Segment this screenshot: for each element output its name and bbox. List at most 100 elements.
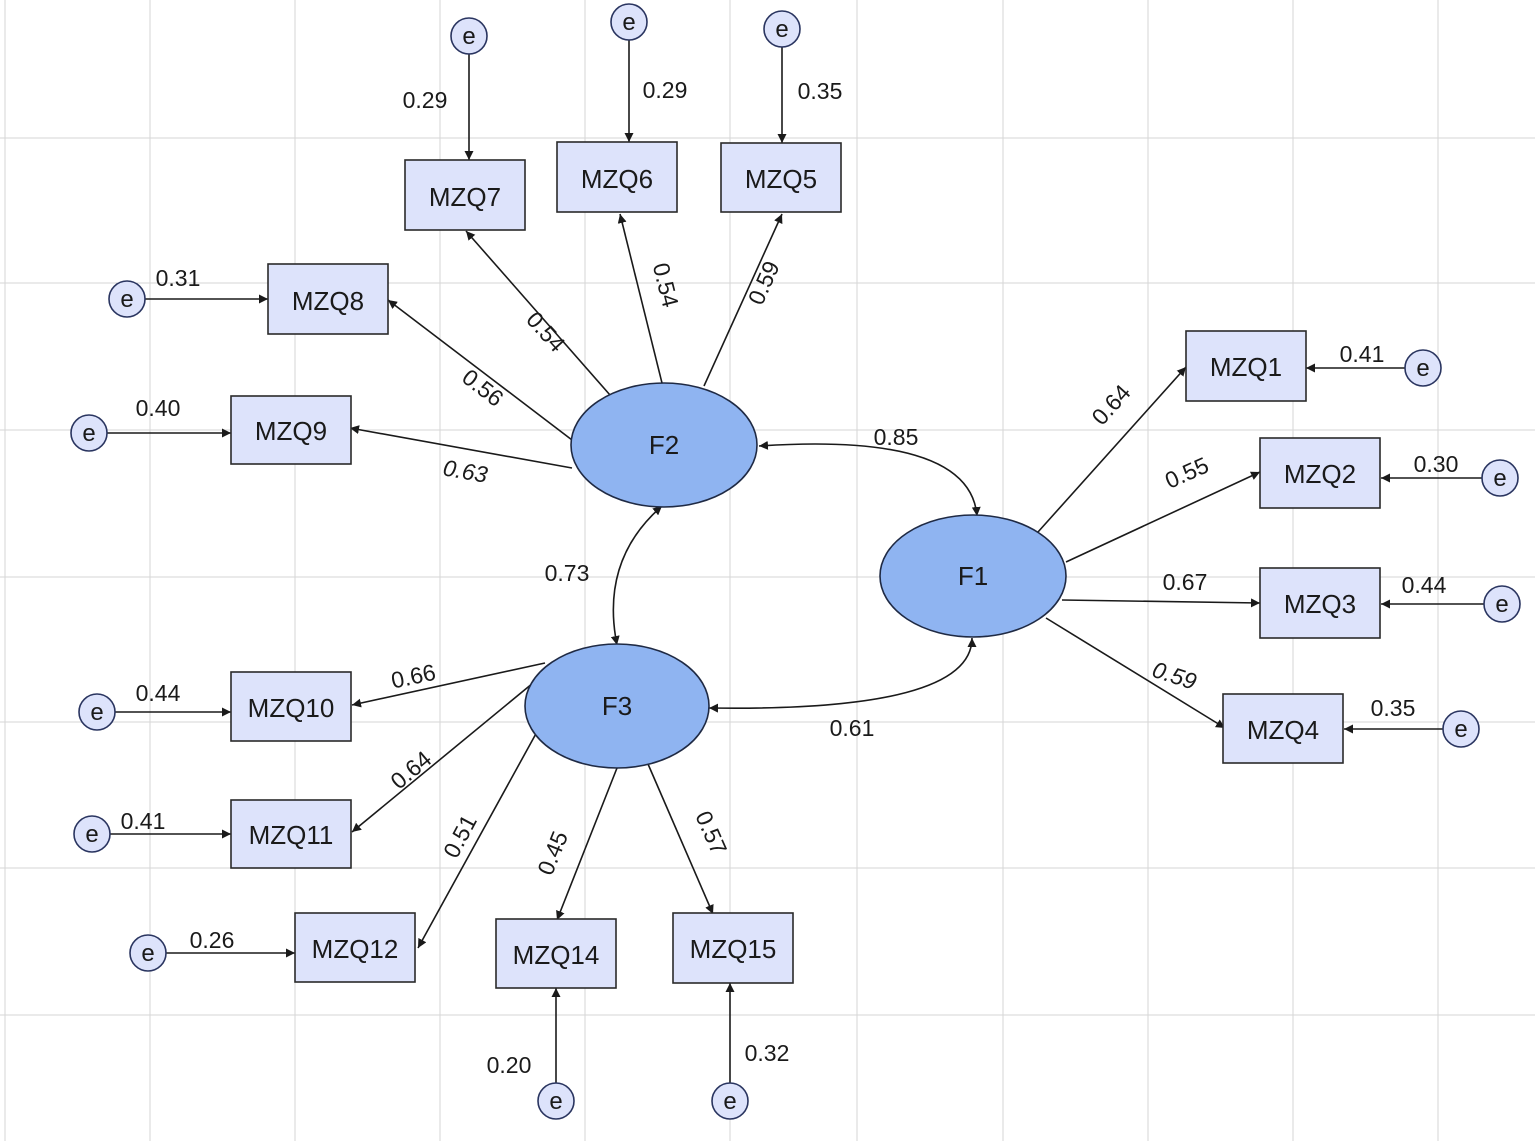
path-f1-mzq3 xyxy=(1061,598,1261,608)
error-mzq15-label: e xyxy=(723,1088,736,1115)
error-mzq12-label: e xyxy=(141,940,154,967)
loading-f2-mzq7: 0.54 xyxy=(521,306,570,357)
observed-mzq1-label: MZQ1 xyxy=(1210,352,1282,382)
error-paths xyxy=(107,40,1484,1083)
path-f3-mzq14 xyxy=(556,767,618,921)
error-mzq2: e xyxy=(1481,459,1519,497)
error-value-mzq15: 0.32 xyxy=(745,1040,790,1066)
error-mzq7: e xyxy=(450,17,488,55)
observed-mzq8-label: MZQ8 xyxy=(292,286,364,316)
path-f3-mzq10 xyxy=(351,662,546,708)
error-mzq8-label: e xyxy=(120,286,133,313)
path-f2-mzq6 xyxy=(617,213,663,384)
error-value-mzq8: 0.31 xyxy=(156,265,201,291)
observed-mzq11-label: MZQ11 xyxy=(249,820,334,850)
error-mzq9-label: e xyxy=(82,420,95,447)
loading-f1-mzq1: 0.64 xyxy=(1086,379,1135,430)
observed-mzq7: MZQ7 xyxy=(404,159,526,231)
loading-f3-mzq12: 0.51 xyxy=(438,810,482,862)
latent-f3: F3 xyxy=(524,643,710,769)
error-mzq4: e xyxy=(1442,710,1480,748)
observed-mzq14-label: MZQ14 xyxy=(513,940,600,970)
correlation-values: 0.85 0.73 0.61 xyxy=(545,424,919,741)
error-values: 0.41 0.30 0.44 0.35 0.35 0.29 0.29 0.31 … xyxy=(121,77,1459,1078)
loading-f2-mzq6: 0.54 xyxy=(648,260,684,310)
corr-f2-f3 xyxy=(610,505,663,646)
error-mzq8: e xyxy=(108,280,146,318)
observed-mzq2-label: MZQ2 xyxy=(1284,459,1356,489)
latent-f1: F1 xyxy=(879,514,1067,638)
error-mzq3-label: e xyxy=(1495,591,1508,618)
error-value-mzq7: 0.29 xyxy=(403,87,448,113)
error-value-mzq9: 0.40 xyxy=(136,395,181,421)
error-value-mzq11: 0.41 xyxy=(121,808,166,834)
error-mzq10-label: e xyxy=(90,699,103,726)
error-value-mzq14: 0.20 xyxy=(487,1052,532,1078)
error-mzq1: e xyxy=(1404,349,1442,387)
loading-f3-mzq15: 0.57 xyxy=(690,807,732,858)
observed-mzq6: MZQ6 xyxy=(556,141,678,213)
error-terms: e e e e e e e e e e e e e e xyxy=(70,3,1521,1120)
observed-mzq9: MZQ9 xyxy=(230,395,352,465)
observed-mzq15-label: MZQ15 xyxy=(690,934,777,964)
error-mzq4-label: e xyxy=(1454,716,1467,743)
error-mzq15: e xyxy=(711,1082,749,1120)
path-f2-mzq9 xyxy=(349,425,573,469)
loading-values: 0.64 0.55 0.67 0.59 0.59 0.54 0.54 0.56 … xyxy=(385,257,1212,879)
error-mzq11: e xyxy=(73,815,111,853)
loading-f2-mzq8: 0.56 xyxy=(457,364,508,412)
observed-mzq7-label: MZQ7 xyxy=(429,182,501,212)
observed-mzq10: MZQ10 xyxy=(230,671,352,742)
path-f1-mzq2 xyxy=(1065,471,1261,563)
observed-mzq8: MZQ8 xyxy=(267,263,389,335)
observed-mzq10-label: MZQ10 xyxy=(248,693,335,723)
loading-f3-mzq14: 0.45 xyxy=(532,827,573,878)
error-mzq1-label: e xyxy=(1416,355,1429,382)
latent-f1-label: F1 xyxy=(958,561,988,591)
latent-f2: F2 xyxy=(570,382,758,508)
error-value-mzq3: 0.44 xyxy=(1402,572,1447,598)
error-value-mzq10: 0.44 xyxy=(136,680,181,706)
error-value-mzq1: 0.41 xyxy=(1340,341,1385,367)
loading-f1-mzq3: 0.67 xyxy=(1163,569,1208,595)
error-value-mzq2: 0.30 xyxy=(1414,451,1459,477)
path-f2-mzq5 xyxy=(703,213,783,387)
error-mzq14-label: e xyxy=(549,1088,562,1115)
error-mzq2-label: e xyxy=(1493,465,1506,492)
observed-mzq3: MZQ3 xyxy=(1259,567,1381,639)
corr-value-f3-f1: 0.61 xyxy=(830,715,875,741)
path-f3-mzq15 xyxy=(647,763,714,915)
observed-mzq5-label: MZQ5 xyxy=(745,164,817,194)
observed-mzq14: MZQ14 xyxy=(495,918,617,989)
latent-f2-label: F2 xyxy=(649,430,679,460)
path-f2-mzq8 xyxy=(387,299,573,441)
corr-f2-f1 xyxy=(758,440,981,517)
loading-f1-mzq4: 0.59 xyxy=(1149,656,1200,695)
error-mzq11-label: e xyxy=(85,821,98,848)
error-mzq3: e xyxy=(1483,585,1521,623)
loading-paths xyxy=(349,213,1261,949)
error-mzq6-label: e xyxy=(622,9,635,36)
observed-mzq2: MZQ2 xyxy=(1259,437,1381,509)
loading-f2-mzq9: 0.63 xyxy=(441,454,490,487)
error-mzq10: e xyxy=(78,693,116,731)
error-value-mzq6: 0.29 xyxy=(643,77,688,103)
path-f1-mzq1 xyxy=(1037,366,1187,533)
error-value-mzq12: 0.26 xyxy=(190,927,235,953)
error-mzq5: e xyxy=(763,10,801,48)
path-f3-mzq12 xyxy=(417,729,539,949)
error-value-mzq5: 0.35 xyxy=(798,78,843,104)
observed-mzq9-label: MZQ9 xyxy=(255,416,327,446)
loading-f1-mzq2: 0.55 xyxy=(1161,452,1212,494)
error-mzq14: e xyxy=(537,1082,575,1120)
observed-mzq12: MZQ12 xyxy=(294,912,416,983)
error-value-mzq4: 0.35 xyxy=(1371,695,1416,721)
latent-f3-label: F3 xyxy=(602,691,632,721)
loading-f3-mzq11: 0.64 xyxy=(385,745,436,794)
corr-f3-f1 xyxy=(708,637,977,713)
correlation-paths xyxy=(610,440,981,713)
path-f1-mzq4 xyxy=(1045,617,1226,729)
observed-mzq1: MZQ1 xyxy=(1185,330,1307,402)
error-mzq9: e xyxy=(70,414,108,452)
observed-mzq12-label: MZQ12 xyxy=(312,934,399,964)
